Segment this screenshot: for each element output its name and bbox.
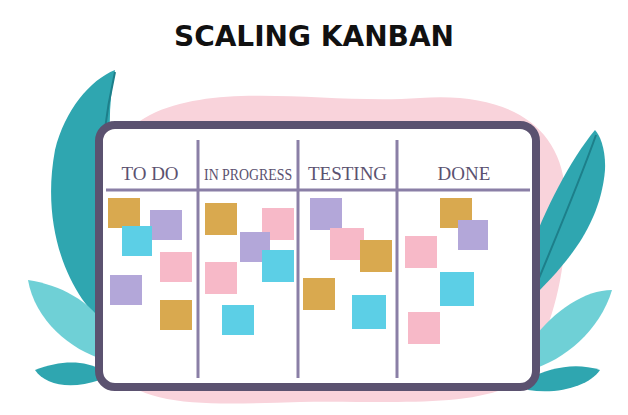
title: SCALING KANBAN [0,20,628,53]
sticky-notes [108,198,488,344]
column-header: TESTING [300,145,395,185]
header-line [106,189,530,192]
right-leaves [528,130,612,391]
column-label: DONE [438,163,491,185]
column-label: TO DO [121,163,178,185]
column-header: DONE [399,145,529,185]
kanban-board [99,125,536,387]
column-divider [197,140,200,378]
column-divider [396,140,399,378]
column-label: TESTING [308,163,387,185]
column-header: TO DO [104,145,196,185]
column-label: IN PROGRESS [204,165,292,185]
column-divider [297,140,300,378]
column-header: IN PROGRESS [200,145,296,185]
